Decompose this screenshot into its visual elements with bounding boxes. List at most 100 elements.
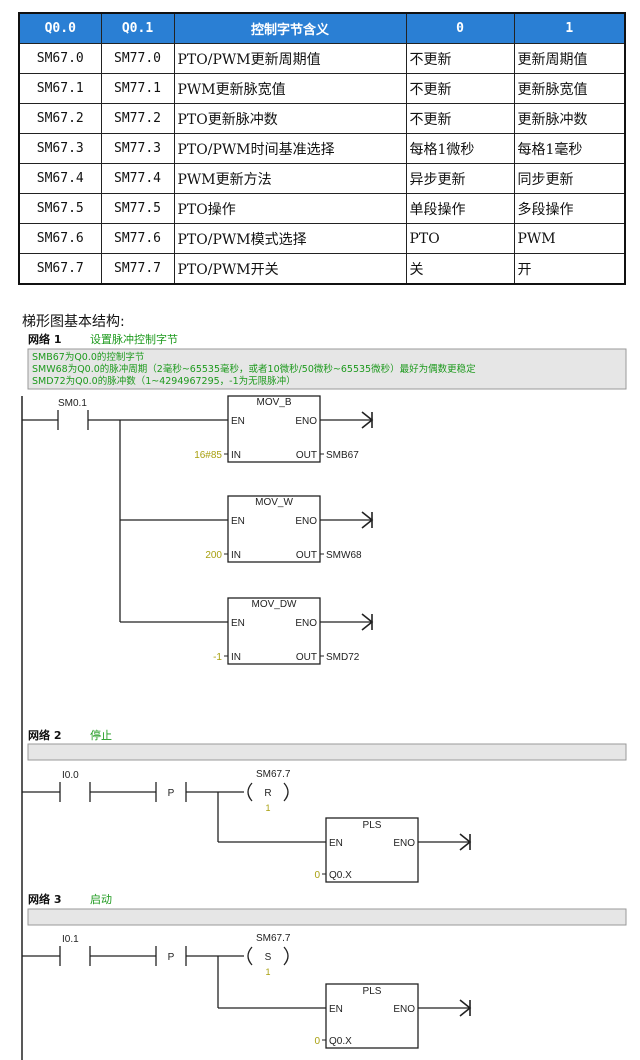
network-2-rung (22, 782, 470, 843)
network-3-label: 网络 3 (28, 892, 61, 906)
cell-q01-bit: SM77.4 (100, 163, 175, 194)
network-2-comment-box (27, 743, 627, 761)
cell-q01-bit: SM77.7 (100, 253, 175, 285)
pls-stop-eno: ENO (393, 838, 415, 849)
network-2-title: 停止 (90, 728, 112, 742)
contact-i00-label: I0.0 (62, 770, 79, 781)
mov-w-in-value: 200 (205, 550, 222, 561)
cell-value-1: 更新周期值 (513, 43, 626, 74)
cell-meaning: PTO/PWM更新周期值 (173, 43, 407, 74)
pls-stop-en: EN (329, 838, 343, 849)
cell-q00-bit: SM67.7 (18, 253, 102, 285)
header-value-0: 0 (405, 12, 515, 44)
cell-value-0: 不更新 (405, 73, 515, 104)
mov-b-out: OUT (296, 450, 317, 461)
cell-q01-bit: SM77.2 (100, 103, 175, 134)
network-1-rung (22, 410, 228, 623)
mov-dw-block: MOV_DW EN ENO IN OUT -1 SMD72 (213, 597, 374, 665)
mov-w-name: MOV_W (255, 497, 293, 508)
pls-stop-name: PLS (363, 820, 382, 831)
contact-sm01-label: SM0.1 (58, 398, 87, 409)
cell-q01-bit: SM77.6 (100, 223, 175, 254)
network-3-coil-count: 1 (265, 967, 270, 977)
mov-w-out: OUT (296, 550, 317, 561)
network-3-rung (22, 946, 470, 1009)
cell-q00-bit: SM67.0 (18, 43, 102, 74)
contact-i01-label: I0.1 (62, 934, 79, 945)
network-3-title: 启动 (90, 893, 112, 906)
cell-value-0: 不更新 (405, 43, 515, 74)
network-2-coil-addr: SM67.7 (256, 769, 291, 780)
network-3-edge-p: P (168, 952, 175, 963)
pls-stop-in: Q0.X (329, 870, 352, 881)
mov-b-name: MOV_B (256, 397, 291, 408)
mov-dw-name: MOV_DW (252, 599, 298, 610)
cell-value-0: 关 (405, 253, 515, 285)
cell-value-0: 单段操作 (405, 193, 515, 224)
cell-value-1: 同步更新 (513, 163, 626, 194)
mov-w-block: MOV_W EN ENO IN OUT 200 SMW68 (205, 495, 374, 563)
network-1-label: 网络 1 (28, 332, 61, 346)
network-3-coil-addr: SM67.7 (256, 933, 291, 944)
cell-value-1: 多段操作 (513, 193, 626, 224)
cell-value-1: 开 (513, 253, 626, 285)
cell-value-1: PWM (513, 223, 626, 254)
cell-meaning: PTO/PWM开关 (173, 253, 407, 285)
network-2-coil-count: 1 (265, 803, 270, 813)
network-2-coil-type: R (264, 788, 271, 799)
cell-q00-bit: SM67.5 (18, 193, 102, 224)
mov-dw-eno: ENO (295, 618, 317, 629)
pls-block-stop: PLS EN ENO Q0.X 0 (314, 817, 419, 883)
pls-start-name: PLS (363, 986, 382, 997)
mov-w-out-value: SMW68 (326, 550, 362, 561)
mov-b-eno: ENO (295, 416, 317, 427)
network-1-comment-2: SMW68为Q0.0的脉冲周期（2毫秒~65535毫秒，或者10微秒/50微秒~… (32, 363, 476, 375)
mov-w-en: EN (231, 516, 245, 527)
network-3-coil-type: S (265, 952, 272, 963)
network-2-label: 网络 2 (28, 728, 61, 742)
table-header-row: Q0.0 Q0.1 控制字节含义 0 1 (18, 12, 626, 44)
mov-b-block: MOV_B EN ENO IN OUT 16#85 SMB67 (194, 395, 374, 463)
pls-start-in: Q0.X (329, 1036, 352, 1047)
mov-dw-in-value: -1 (213, 652, 222, 663)
pls-start-in-value: 0 (314, 1036, 320, 1047)
cell-meaning: PTO/PWM模式选择 (173, 223, 407, 254)
network-1-title: 设置脉冲控制字节 (90, 332, 178, 346)
cell-meaning: PTO操作 (173, 193, 407, 224)
header-value-1: 1 (513, 12, 626, 44)
mov-b-in: IN (231, 450, 241, 461)
cell-q01-bit: SM77.1 (100, 73, 175, 104)
network-2-edge-p: P (168, 788, 175, 799)
mov-w-in: IN (231, 550, 241, 561)
cell-value-1: 更新脉冲数 (513, 103, 626, 134)
cell-meaning: PTO/PWM时间基准选择 (173, 133, 407, 164)
pls-stop-in-value: 0 (314, 870, 320, 881)
mov-dw-en: EN (231, 618, 245, 629)
mov-b-en: EN (231, 416, 245, 427)
cell-q00-bit: SM67.6 (18, 223, 102, 254)
ladder-caption: 梯形图基本结构: (22, 313, 125, 330)
cell-value-1: 更新脉宽值 (513, 73, 626, 104)
cell-value-0: 异步更新 (405, 163, 515, 194)
pls-start-en: EN (329, 1004, 343, 1015)
cell-q01-bit: SM77.5 (100, 193, 175, 224)
mov-dw-out: OUT (296, 652, 317, 663)
network-1-comment-3: SMD72为Q0.0的脉冲数（1~4294967295，-1为无限脉冲） (32, 375, 296, 387)
mov-dw-out-value: SMD72 (326, 652, 360, 663)
network-1-comment-1: SMB67为Q0.0的控制字节 (32, 351, 144, 363)
mov-dw-in: IN (231, 652, 241, 663)
pls-start-eno: ENO (393, 1004, 415, 1015)
mov-b-out-value: SMB67 (326, 450, 359, 461)
network-3-comment-box (27, 908, 627, 926)
network-1-comment-box (27, 348, 627, 390)
mov-w-eno: ENO (295, 516, 317, 527)
